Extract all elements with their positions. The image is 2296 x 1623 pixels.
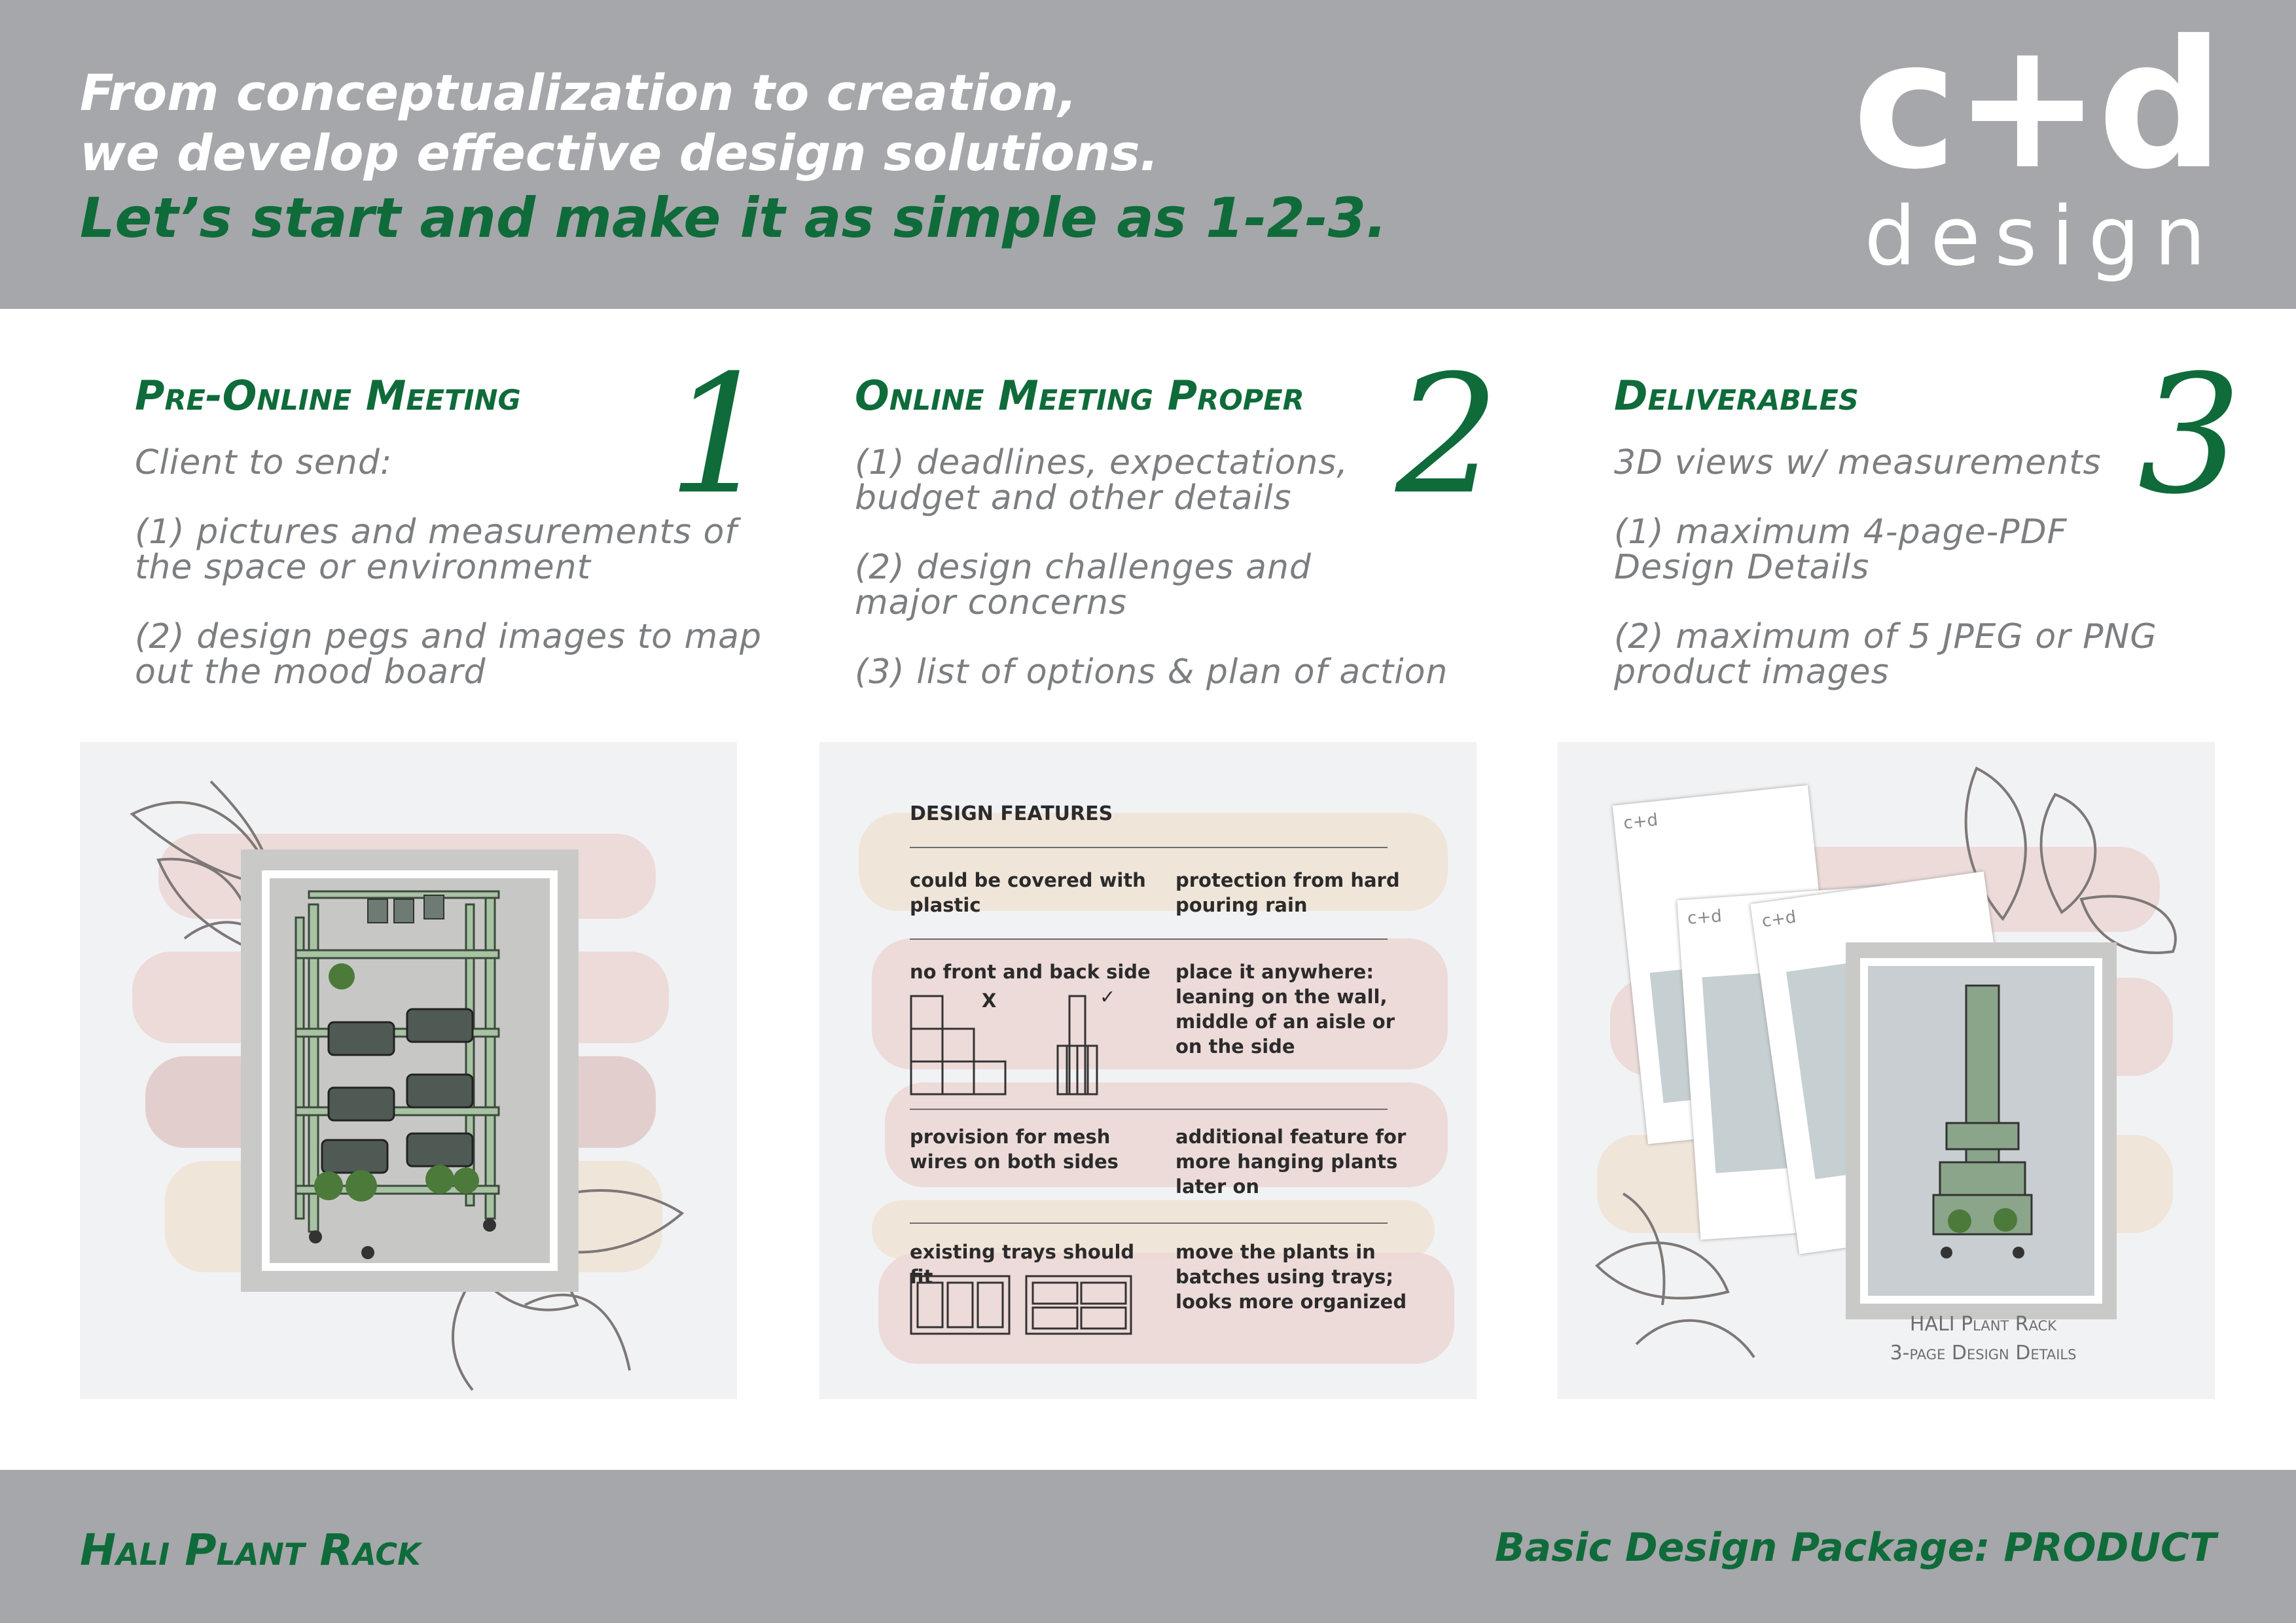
panel-deliverables: c+d c+d c+d HALI Plant Rack 3-page Desig… (1558, 742, 2215, 1399)
brush-stroke (872, 1200, 1435, 1259)
step-1-title: Pre-Online Meeting (135, 372, 521, 419)
feature-left: existing trays should fit (910, 1241, 1135, 1288)
side-diagram-icon (910, 995, 1098, 1096)
check-mark-icon: ✓ (1100, 986, 1116, 1008)
tray-diagram-icon (910, 1275, 1132, 1335)
brush-stroke (885, 1082, 1448, 1187)
step-3-line: (1) maximum 4-page-PDF Design Details (1614, 512, 2068, 587)
step-2-title: Online Meeting Proper (855, 372, 1304, 419)
step-3-body: 3D views w/ measurements (1) maximum 4-p… (1614, 445, 2242, 724)
feature-left: no front and back side (910, 961, 1151, 983)
tagline-line-1: From conceptualization to creation, (80, 63, 1077, 122)
step-1-line: Client to send: (135, 443, 393, 482)
step-3-title: Deliverables (1614, 372, 1859, 419)
logo-mark: c+d (1852, 2, 2224, 208)
step-3-line: (2) maximum of 5 JPEG or PNG product ima… (1614, 617, 2157, 692)
brush-stroke (878, 1253, 1454, 1364)
page-logo: c+d (1760, 907, 1798, 932)
divider (910, 1109, 1388, 1110)
panel-rack-photo (80, 742, 737, 1399)
step-1-body: Client to send: (1) pictures and measure… (135, 445, 763, 724)
feature-right: place it anywhere: leaning on the wall, … (1175, 961, 1395, 1058)
leaf-sketch-icon (1595, 766, 2177, 1359)
feature-right: additional feature for more hanging plan… (1175, 1126, 1407, 1198)
header-band: From conceptualization to creation, we d… (0, 0, 2296, 309)
feature-right: protection from hard pouring rain (1175, 869, 1400, 916)
design-features-title: DESIGN FEATURES (910, 802, 1113, 825)
step-3: Deliverables 3 3D views w/ measurements … (1614, 353, 2269, 720)
caption-line-1: HALI Plant Rack (1909, 1313, 2057, 1336)
step-3-line: 3D views w/ measurements (1614, 443, 2102, 482)
feature-right: move the plants in batches using trays; … (1175, 1241, 1407, 1313)
step-2-number: 2 (1395, 340, 1500, 530)
step-1-line: (2) design pegs and images to map out th… (135, 617, 762, 692)
brush-stroke (859, 813, 1448, 911)
tagline: From conceptualization to creation, we d… (80, 63, 1158, 183)
divider (910, 847, 1388, 848)
feature-left: provision for mesh wires on both sides (910, 1126, 1119, 1173)
rack-render (270, 878, 550, 1263)
step-1-number: 1 (668, 340, 772, 530)
project-name: Hali Plant Rack (80, 1525, 421, 1575)
tagline-highlight: Let’s start and make it as simple as 1-2… (80, 186, 1388, 250)
step-2: Online Meeting Proper 2 (1) deadlines, e… (855, 353, 1509, 720)
rack-front-render (1868, 966, 2094, 1296)
logo-wordmark: design (1864, 190, 2220, 284)
step-1: Pre-Online Meeting 1 Client to send: (1)… (135, 353, 789, 720)
divider (910, 938, 1388, 940)
plant-rack-icon (295, 890, 500, 1259)
panel-design-features: DESIGN FEATURES could be covered with pl… (819, 742, 1477, 1399)
feature-left: could be covered with plastic (910, 869, 1146, 916)
divider (910, 1222, 1388, 1224)
step-1-line: (1) pictures and measurements of the spa… (135, 512, 738, 587)
tagline-line-2: we develop effective design solutions. (80, 124, 1159, 182)
plant-rack-front-icon (1932, 984, 2033, 1258)
cross-mark-icon: X (982, 990, 997, 1012)
step-2-line: (3) list of options & plan of action (855, 652, 1448, 692)
page-logo: c+d (1623, 810, 1659, 834)
step-2-line: (1) deadlines, expectations, budget and … (855, 443, 1348, 518)
package-name: Basic Design Package: PRODUCT (1494, 1525, 2216, 1571)
step-2-body: (1) deadlines, expectations, budget and … (855, 445, 1483, 724)
footer-band: Hali Plant Rack Basic Design Package: PR… (0, 1470, 2296, 1623)
caption-line-2: 3-page Design Details (1890, 1342, 2077, 1364)
page-logo: c+d (1687, 906, 1723, 929)
step-2-line: (2) design challenges and major concerns (855, 548, 1312, 622)
deliverable-caption: HALI Plant Rack 3-page Design Details (1846, 1310, 2121, 1368)
step-3-number: 3 (2138, 340, 2242, 530)
brush-stroke (872, 938, 1448, 1069)
